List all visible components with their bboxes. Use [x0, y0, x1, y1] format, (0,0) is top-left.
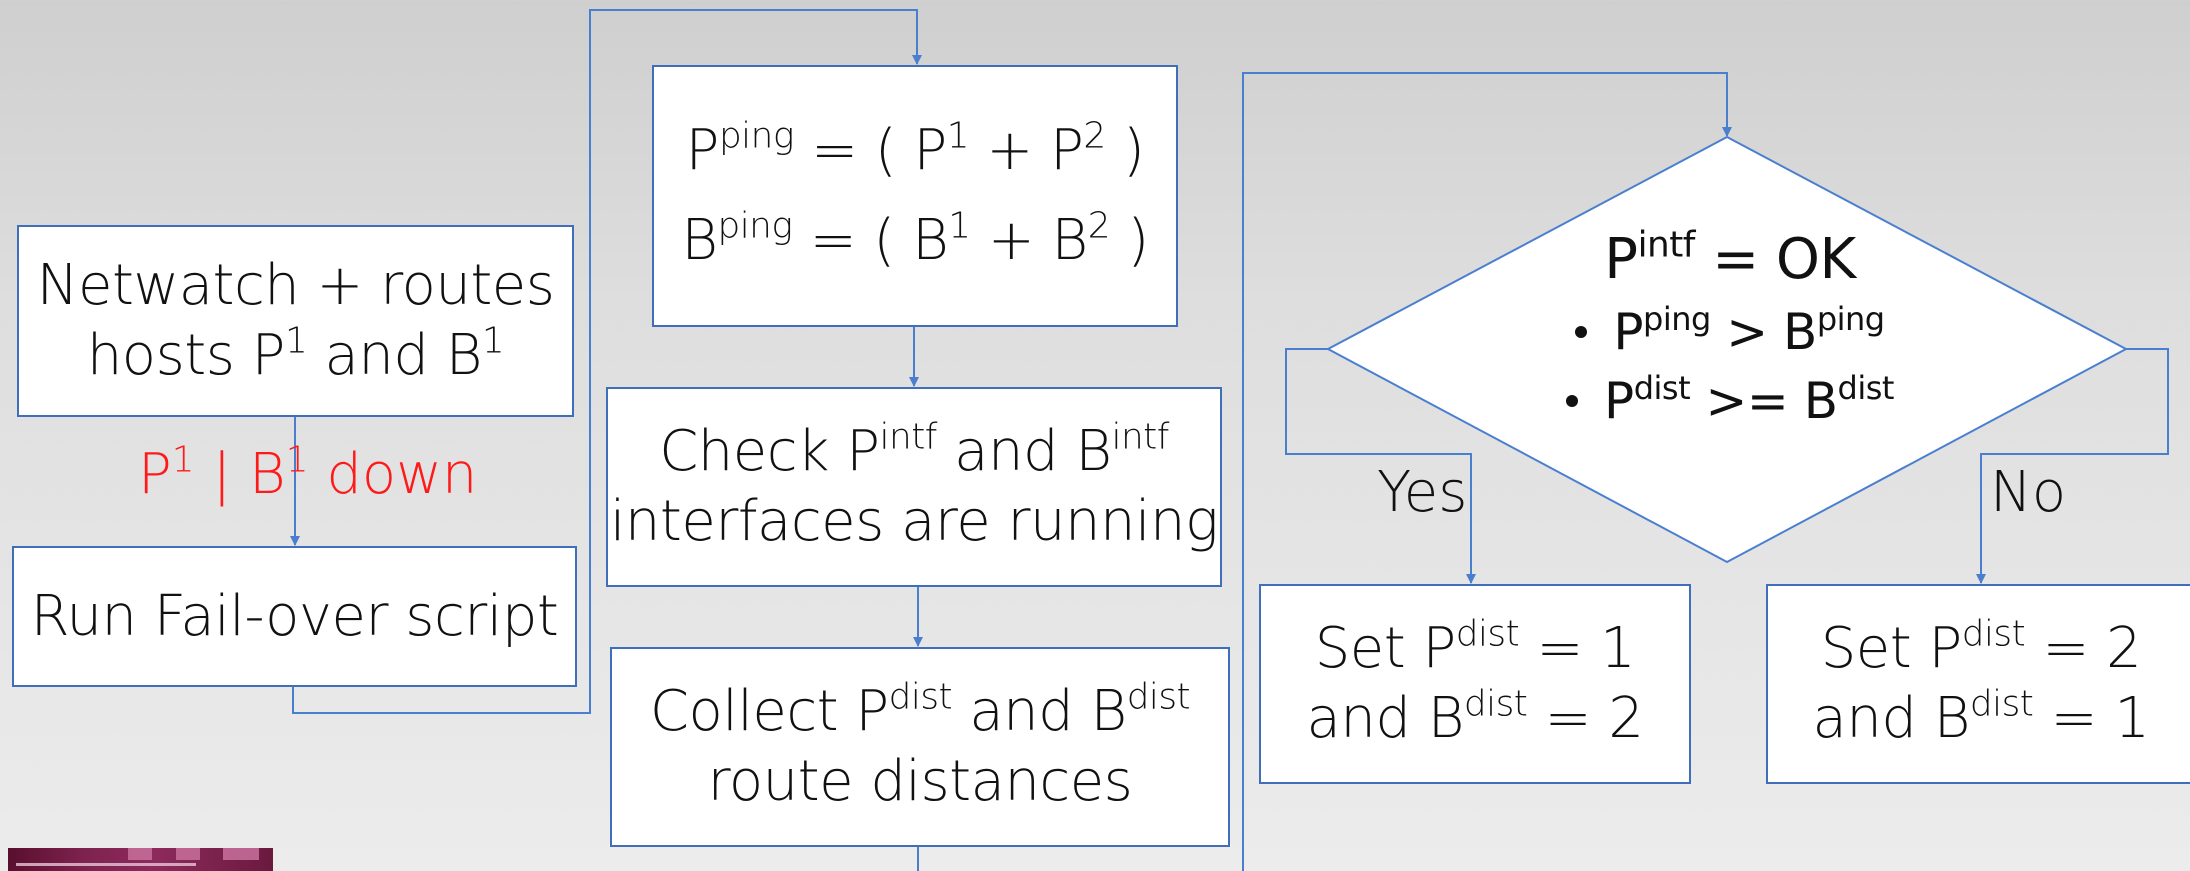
- bullet-icon: [1575, 326, 1588, 339]
- decision-condition-intf: Pintf = OK: [1604, 224, 1856, 292]
- bullet-icon: [1566, 394, 1579, 407]
- failover-box: Run Fail-over script: [12, 546, 577, 687]
- set-distance-no-box: Set Pdist = 2 and Bdist = 1: [1766, 584, 2190, 784]
- set-yes-line2: and Bdist = 2: [1306, 683, 1644, 751]
- check-interfaces-line1: Check Pintf and Bintf: [659, 416, 1169, 484]
- set-no-line2: and Bdist = 1: [1812, 683, 2150, 751]
- ping-calc-line2: Bping = ( B1 + B2 ): [681, 205, 1149, 273]
- decision-bullet-dist: Pdist >= Bdist: [1566, 370, 1894, 433]
- set-distance-yes-box: Set Pdist = 1 and Bdist = 2: [1259, 584, 1691, 784]
- logo-image: [8, 848, 273, 871]
- down-condition-label: P1 | B1 down: [138, 439, 478, 507]
- netwatch-line2: hosts P1 and B1: [86, 320, 505, 388]
- decision-conditions: Pintf = OK Pping > Bping Pdist >= Bdist: [1450, 225, 2010, 465]
- netwatch-box: Netwatch + routes hosts P1 and B1: [17, 225, 574, 417]
- failover-text: Run Fail-over script: [30, 583, 559, 649]
- collect-distances-line1: Collect Pdist and Bdist: [649, 676, 1191, 744]
- set-no-line1: Set Pdist = 2: [1820, 613, 2142, 681]
- decision-condition-dist: Pdist >= Bdist: [1604, 368, 1894, 430]
- decision-condition-ping: Pping > Bping: [1613, 299, 1885, 361]
- check-interfaces-line2: interfaces are running: [609, 489, 1219, 554]
- netwatch-line1: Netwatch + routes: [36, 253, 555, 318]
- ping-calc-line1: Pping = ( P1 + P2 ): [685, 115, 1145, 183]
- set-yes-line1: Set Pdist = 1: [1314, 613, 1636, 681]
- no-label: No: [1990, 460, 2067, 525]
- yes-label: Yes: [1377, 460, 1468, 525]
- collect-distances-line2: route distances: [707, 749, 1133, 814]
- collect-distances-box: Collect Pdist and Bdist route distances: [610, 647, 1230, 847]
- ping-calc-box: Pping = ( P1 + P2 ) Bping = ( B1 + B2 ): [652, 65, 1178, 327]
- check-interfaces-box: Check Pintf and Bintf interfaces are run…: [606, 387, 1222, 587]
- decision-bullet-ping: Pping > Bping: [1575, 299, 1885, 364]
